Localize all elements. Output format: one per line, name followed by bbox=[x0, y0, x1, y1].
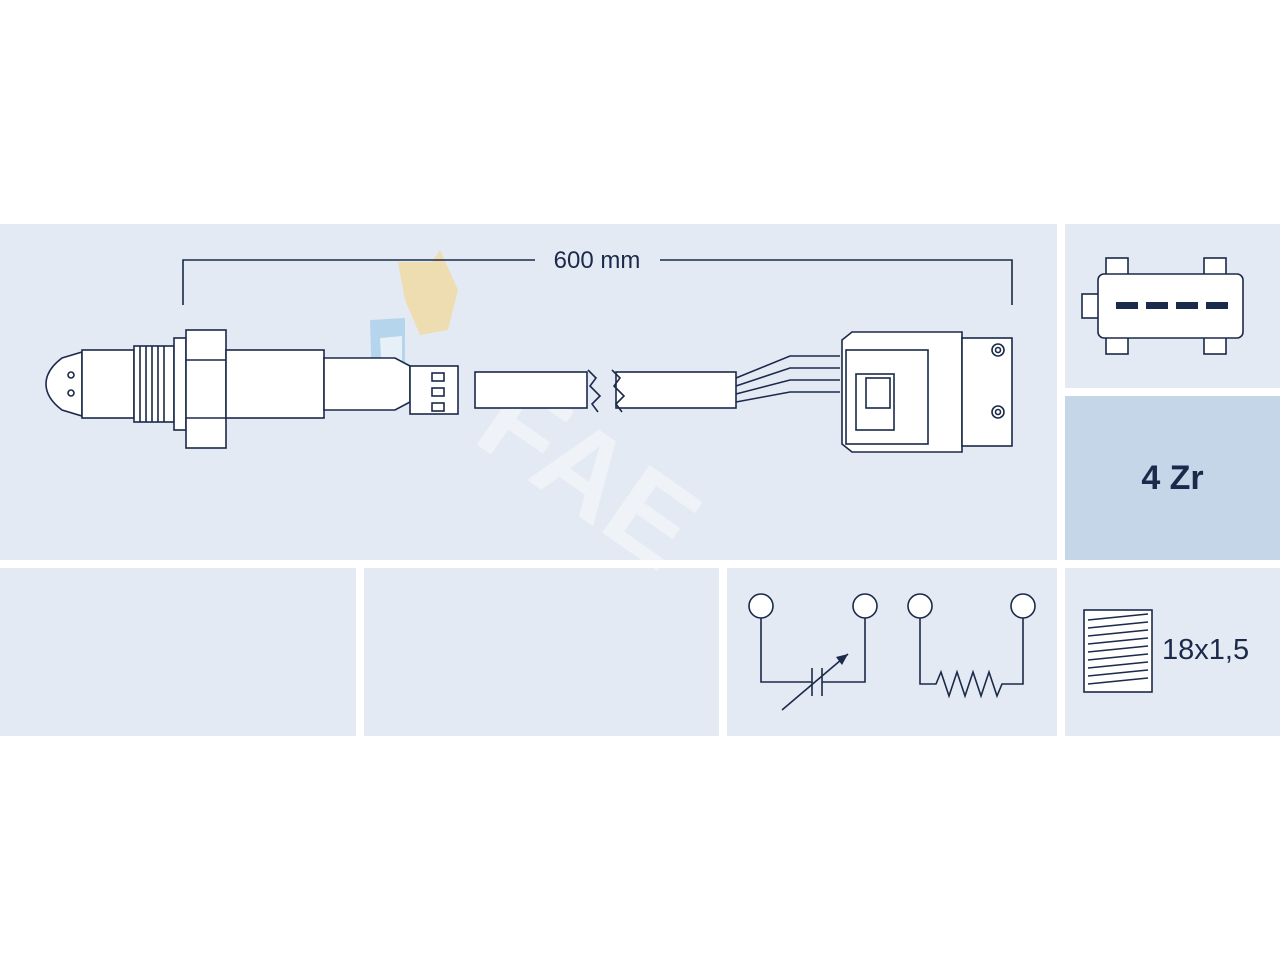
thread-size-label: 18x1,5 bbox=[1162, 634, 1250, 666]
length-dimension: 600 mm bbox=[182, 247, 1013, 305]
cable-wires bbox=[735, 355, 840, 403]
resistor-icon bbox=[907, 593, 1036, 699]
thread-icon bbox=[1083, 609, 1153, 693]
connector-plug bbox=[841, 331, 1013, 453]
circuit-panel bbox=[727, 568, 1057, 736]
sensor-probe bbox=[45, 329, 459, 449]
empty-panel-2 bbox=[364, 568, 719, 736]
sensor-code-label: 4 Zr bbox=[1141, 458, 1204, 497]
empty-panel-1 bbox=[0, 568, 356, 736]
sensor-code-panel bbox=[1065, 396, 1280, 560]
connector-pins-icon bbox=[1081, 257, 1244, 355]
variable-resistor-icon bbox=[748, 593, 878, 711]
cable-length-label: 600 mm bbox=[554, 247, 641, 274]
sensor-cable bbox=[474, 369, 737, 413]
fae-logo-watermark: FAE bbox=[370, 250, 723, 595]
